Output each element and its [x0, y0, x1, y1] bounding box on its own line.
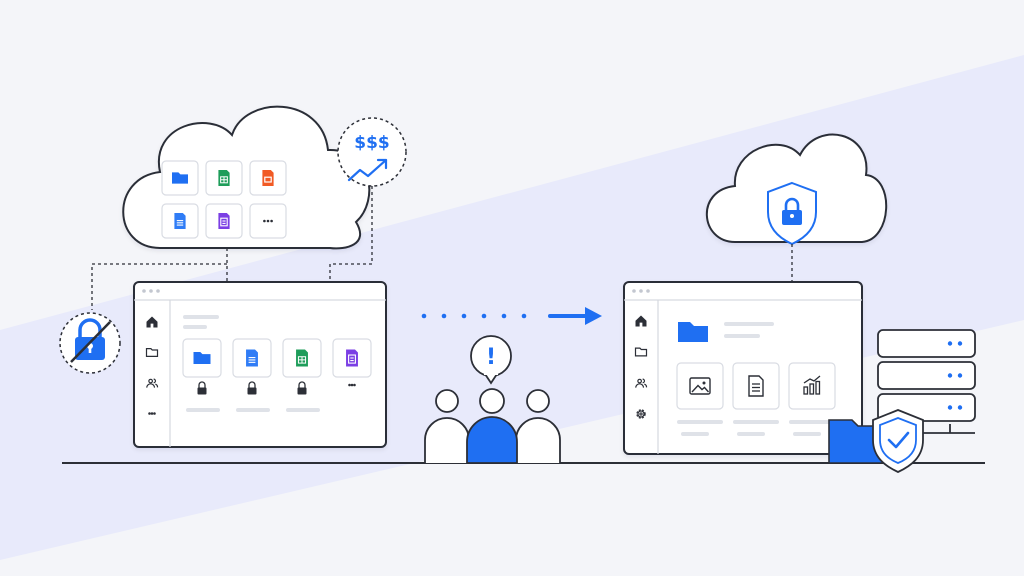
lock-icon	[297, 381, 307, 395]
more-icon	[148, 412, 156, 415]
lock-icon	[197, 381, 207, 395]
image-icon	[689, 377, 711, 395]
cloud-file-tile	[249, 160, 287, 196]
trend-up-arrow-icon	[347, 158, 388, 182]
alert-exclamation-icon: !	[486, 345, 496, 370]
more-icon	[263, 219, 273, 223]
strike-through	[70, 321, 111, 363]
form-icon	[346, 349, 358, 367]
server-unit	[877, 361, 976, 390]
server-rack	[877, 329, 976, 434]
protected-folder	[828, 409, 924, 473]
document-icon	[174, 213, 186, 229]
settings-icon	[636, 409, 646, 419]
slides-icon	[262, 170, 274, 186]
folder-icon	[172, 172, 188, 184]
locked-file-card	[282, 338, 322, 412]
folder-header-icon	[678, 322, 708, 342]
form-icon	[218, 213, 230, 229]
text-document-icon	[748, 375, 764, 397]
home-icon	[635, 315, 647, 327]
locked-file-card	[332, 338, 372, 387]
transition-dot	[501, 313, 507, 319]
spreadsheet-icon	[296, 349, 308, 367]
team-member-left	[424, 389, 470, 463]
cloud-file-tile	[249, 203, 287, 239]
shield-check-icon	[872, 409, 924, 473]
secure-file-list	[676, 362, 836, 436]
transition-dot	[461, 313, 467, 319]
folder-outline-icon	[145, 348, 159, 357]
locked-file-card	[232, 338, 272, 412]
folder-outline-icon	[634, 347, 648, 357]
lock-connector	[91, 263, 227, 310]
users-icon	[146, 378, 159, 388]
bar-chart-icon	[803, 375, 821, 395]
transition-dot	[521, 313, 527, 319]
locked-file-card	[182, 338, 222, 412]
server-unit	[877, 329, 976, 358]
transition-dots	[421, 313, 527, 319]
cloud-file-grid	[161, 160, 287, 239]
alert-speech-bubble: !	[470, 335, 512, 385]
cost-badge-label: $$$	[354, 133, 390, 153]
spreadsheet-icon	[218, 170, 230, 186]
team-member-center	[466, 388, 518, 464]
secure-cloud	[705, 133, 888, 246]
cost-badge: $$$	[337, 117, 407, 187]
legacy-file-list	[182, 338, 372, 412]
more-icon	[348, 383, 356, 387]
secure-file-card	[788, 362, 836, 436]
secure-sidebar	[634, 315, 648, 419]
broken-lock-badge	[59, 312, 121, 374]
home-icon	[146, 316, 158, 328]
lock-icon	[247, 381, 257, 395]
shield-lock-icon	[767, 181, 817, 246]
document-icon	[246, 349, 258, 367]
secure-file-card	[676, 362, 724, 436]
folder-icon	[193, 352, 211, 364]
team-group: !	[424, 335, 561, 464]
users-icon	[635, 378, 648, 388]
trend-arrow-head	[376, 158, 388, 170]
cost-connector	[329, 186, 373, 282]
transition-dot	[421, 313, 427, 319]
transition-dot	[481, 313, 487, 319]
cloud-file-tile	[161, 203, 199, 239]
unsecured-cloud	[122, 105, 371, 250]
legacy-sidebar	[145, 316, 159, 415]
cloud-file-tile	[161, 160, 199, 196]
cloud-file-tile	[205, 160, 243, 196]
secure-file-card	[732, 362, 780, 436]
cloud-file-tile	[205, 203, 243, 239]
transition-dot	[441, 313, 447, 319]
team-member-right	[515, 389, 561, 463]
arrow-right-icon	[548, 307, 602, 325]
